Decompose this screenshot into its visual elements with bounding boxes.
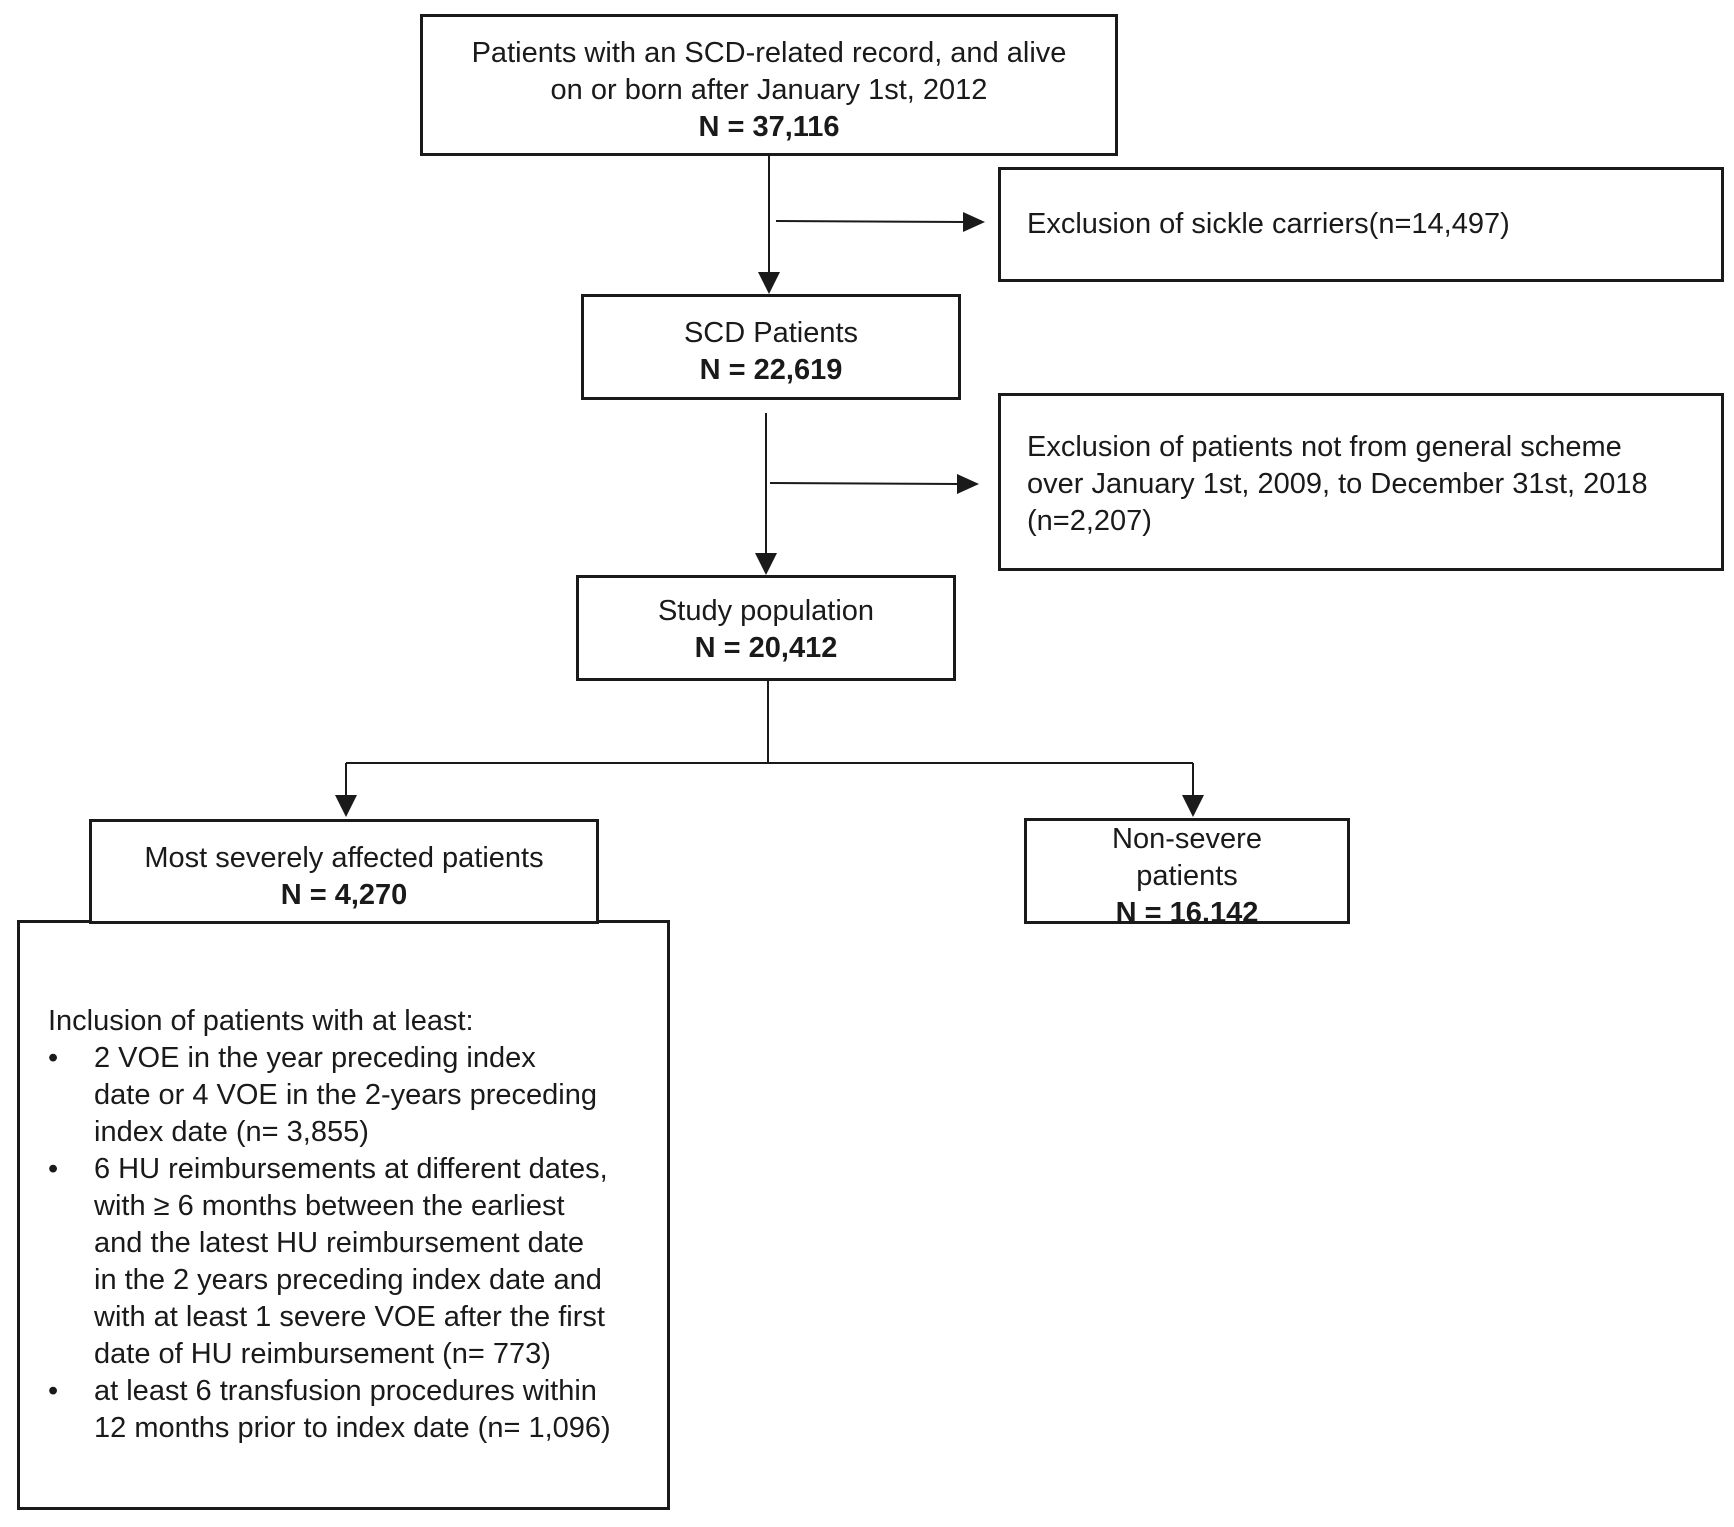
severe-patients-count: N = 4,270 <box>280 879 408 911</box>
exclusion-scheme-line3: (n=2,207) <box>1027 505 1152 537</box>
study-population-label: Study population <box>657 595 875 627</box>
criterion-line: date or 4 VOE in the 2-years preceding <box>94 1079 597 1111</box>
non-severe-line2: patients <box>1136 860 1238 892</box>
box-severe-patients: Most severely affected patients N = 4,27… <box>89 819 599 924</box>
arrowhead-to-exclusion-carriers <box>963 212 985 232</box>
arrowhead-to-non-severe <box>1182 795 1204 817</box>
inclusion-criterion-voe: • 2 VOE in the year preceding index date… <box>48 1040 647 1151</box>
criterion-line: 12 months prior to index date (n= 1,096) <box>94 1412 611 1444</box>
arrowhead-scd-to-study <box>755 553 777 575</box>
criterion-line: with ≥ 6 months between the earliest <box>94 1190 565 1222</box>
arrow-to-exclusion-scheme <box>769 482 961 485</box>
study-population-count: N = 20,412 <box>694 632 838 664</box>
criterion-line: date of HU reimbursement (n= 773) <box>94 1338 551 1370</box>
box-scd-patients: SCD Patients N = 22,619 <box>581 294 961 400</box>
box-inclusion-criteria: Inclusion of patients with at least: • 2… <box>17 920 670 1510</box>
inclusion-criterion-hu: • 6 HU reimbursements at different dates… <box>48 1151 647 1373</box>
arrowhead-to-exclusion-scheme <box>957 474 979 494</box>
non-severe-line1: Non-severe <box>1112 823 1262 855</box>
box-non-severe-patients: Non-severe patients N = 16,142 <box>1024 818 1350 924</box>
box-exclusion-carriers: Exclusion of sickle carriers(n=14,497) <box>998 167 1724 282</box>
box-study-population: Study population N = 20,412 <box>576 575 956 681</box>
arrow-to-exclusion-carriers <box>775 220 967 223</box>
inclusion-criteria-list: • 2 VOE in the year preceding index date… <box>48 1040 647 1447</box>
bullet-icon: • <box>48 1153 59 1185</box>
bullet-icon: • <box>48 1375 59 1407</box>
inclusion-criterion-transfusion: • at least 6 transfusion procedures with… <box>48 1373 647 1447</box>
criterion-line: at least 6 transfusion procedures within <box>94 1375 597 1407</box>
scd-patients-label: SCD Patients <box>683 317 859 349</box>
bullet-icon: • <box>48 1042 59 1074</box>
initial-patients-count: N = 37,116 <box>698 111 840 143</box>
initial-patients-line1: Patients with an SCD-related record, and… <box>471 37 1067 69</box>
exclusion-carriers-text: Exclusion of sickle carriers(n=14,497) <box>1027 208 1510 240</box>
inclusion-title: Inclusion of patients with at least: <box>48 1005 474 1037</box>
criterion-line: in the 2 years preceding index date and <box>94 1264 602 1296</box>
box-exclusion-scheme: Exclusion of patients not from general s… <box>998 393 1724 571</box>
initial-patients-line2: on or born after January 1st, 2012 <box>550 74 988 106</box>
exclusion-scheme-line1: Exclusion of patients not from general s… <box>1027 431 1622 463</box>
arrowhead-to-severe <box>335 795 357 817</box>
box-initial-patients: Patients with an SCD-related record, and… <box>420 14 1118 156</box>
non-severe-count: N = 16,142 <box>1115 897 1259 924</box>
severe-patients-label: Most severely affected patients <box>144 842 544 874</box>
scd-patients-count: N = 22,619 <box>699 354 843 386</box>
criterion-line: with at least 1 severe VOE after the fir… <box>94 1301 605 1333</box>
exclusion-scheme-line2: over January 1st, 2009, to December 31st… <box>1027 468 1648 500</box>
criterion-line: 2 VOE in the year preceding index <box>94 1042 536 1074</box>
arrowhead-start-to-scd <box>758 272 780 294</box>
criterion-line: and the latest HU reimbursement date <box>94 1227 585 1259</box>
criterion-line: 6 HU reimbursements at different dates, <box>94 1153 608 1185</box>
criterion-line: index date (n= 3,855) <box>94 1116 369 1148</box>
